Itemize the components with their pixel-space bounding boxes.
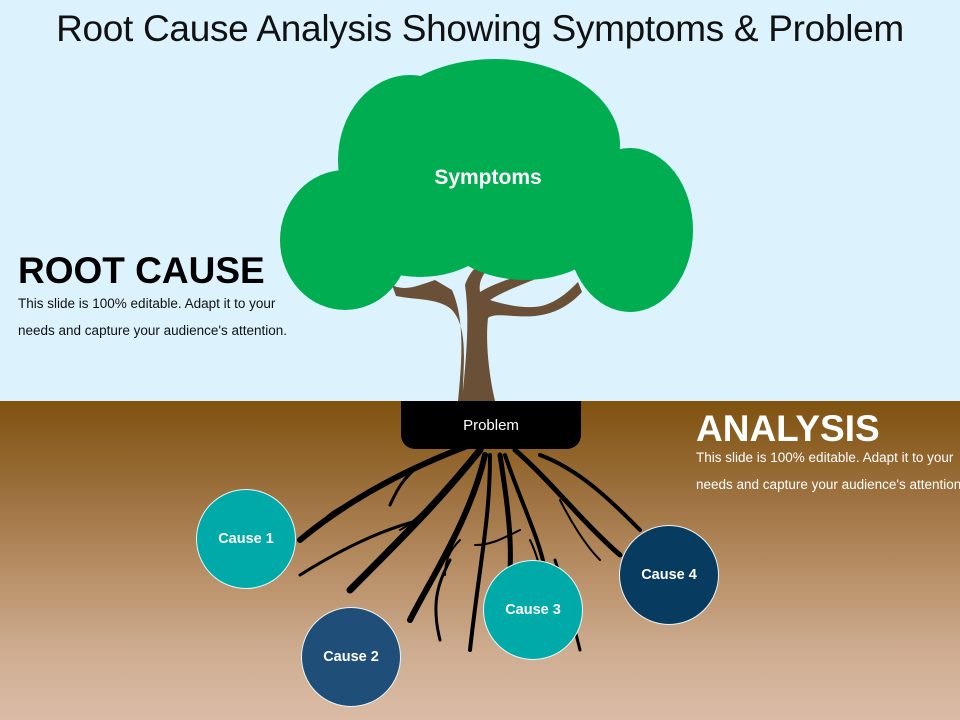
problem-box: Problem — [401, 401, 581, 449]
root-cause-text: This slide is 100% editable. Adapt it to… — [18, 296, 288, 338]
tree-trunk — [392, 258, 582, 401]
symptoms-label: Symptoms — [434, 166, 542, 189]
cause-2-label: Cause 2 — [323, 649, 379, 665]
root-cause-heading: ROOT CAUSE — [18, 250, 265, 291]
analysis-text: This slide is 100% editable. Adapt it to… — [696, 450, 960, 492]
analysis-heading: ANALYSIS — [696, 408, 880, 449]
cause-1-circle: Cause 1 — [196, 489, 296, 589]
cause-4-label: Cause 4 — [641, 567, 697, 583]
tree-canopy — [280, 59, 693, 312]
tree-roots — [297, 442, 642, 652]
slide-title: Root Cause Analysis Showing Symptoms & P… — [56, 8, 904, 49]
cause-2-circle: Cause 2 — [301, 607, 401, 707]
cause-1-label: Cause 1 — [218, 531, 274, 547]
cause-3-label: Cause 3 — [505, 602, 561, 618]
cause-3-circle: Cause 3 — [483, 560, 583, 660]
problem-label: Problem — [463, 417, 519, 434]
cause-4-circle: Cause 4 — [619, 525, 719, 625]
